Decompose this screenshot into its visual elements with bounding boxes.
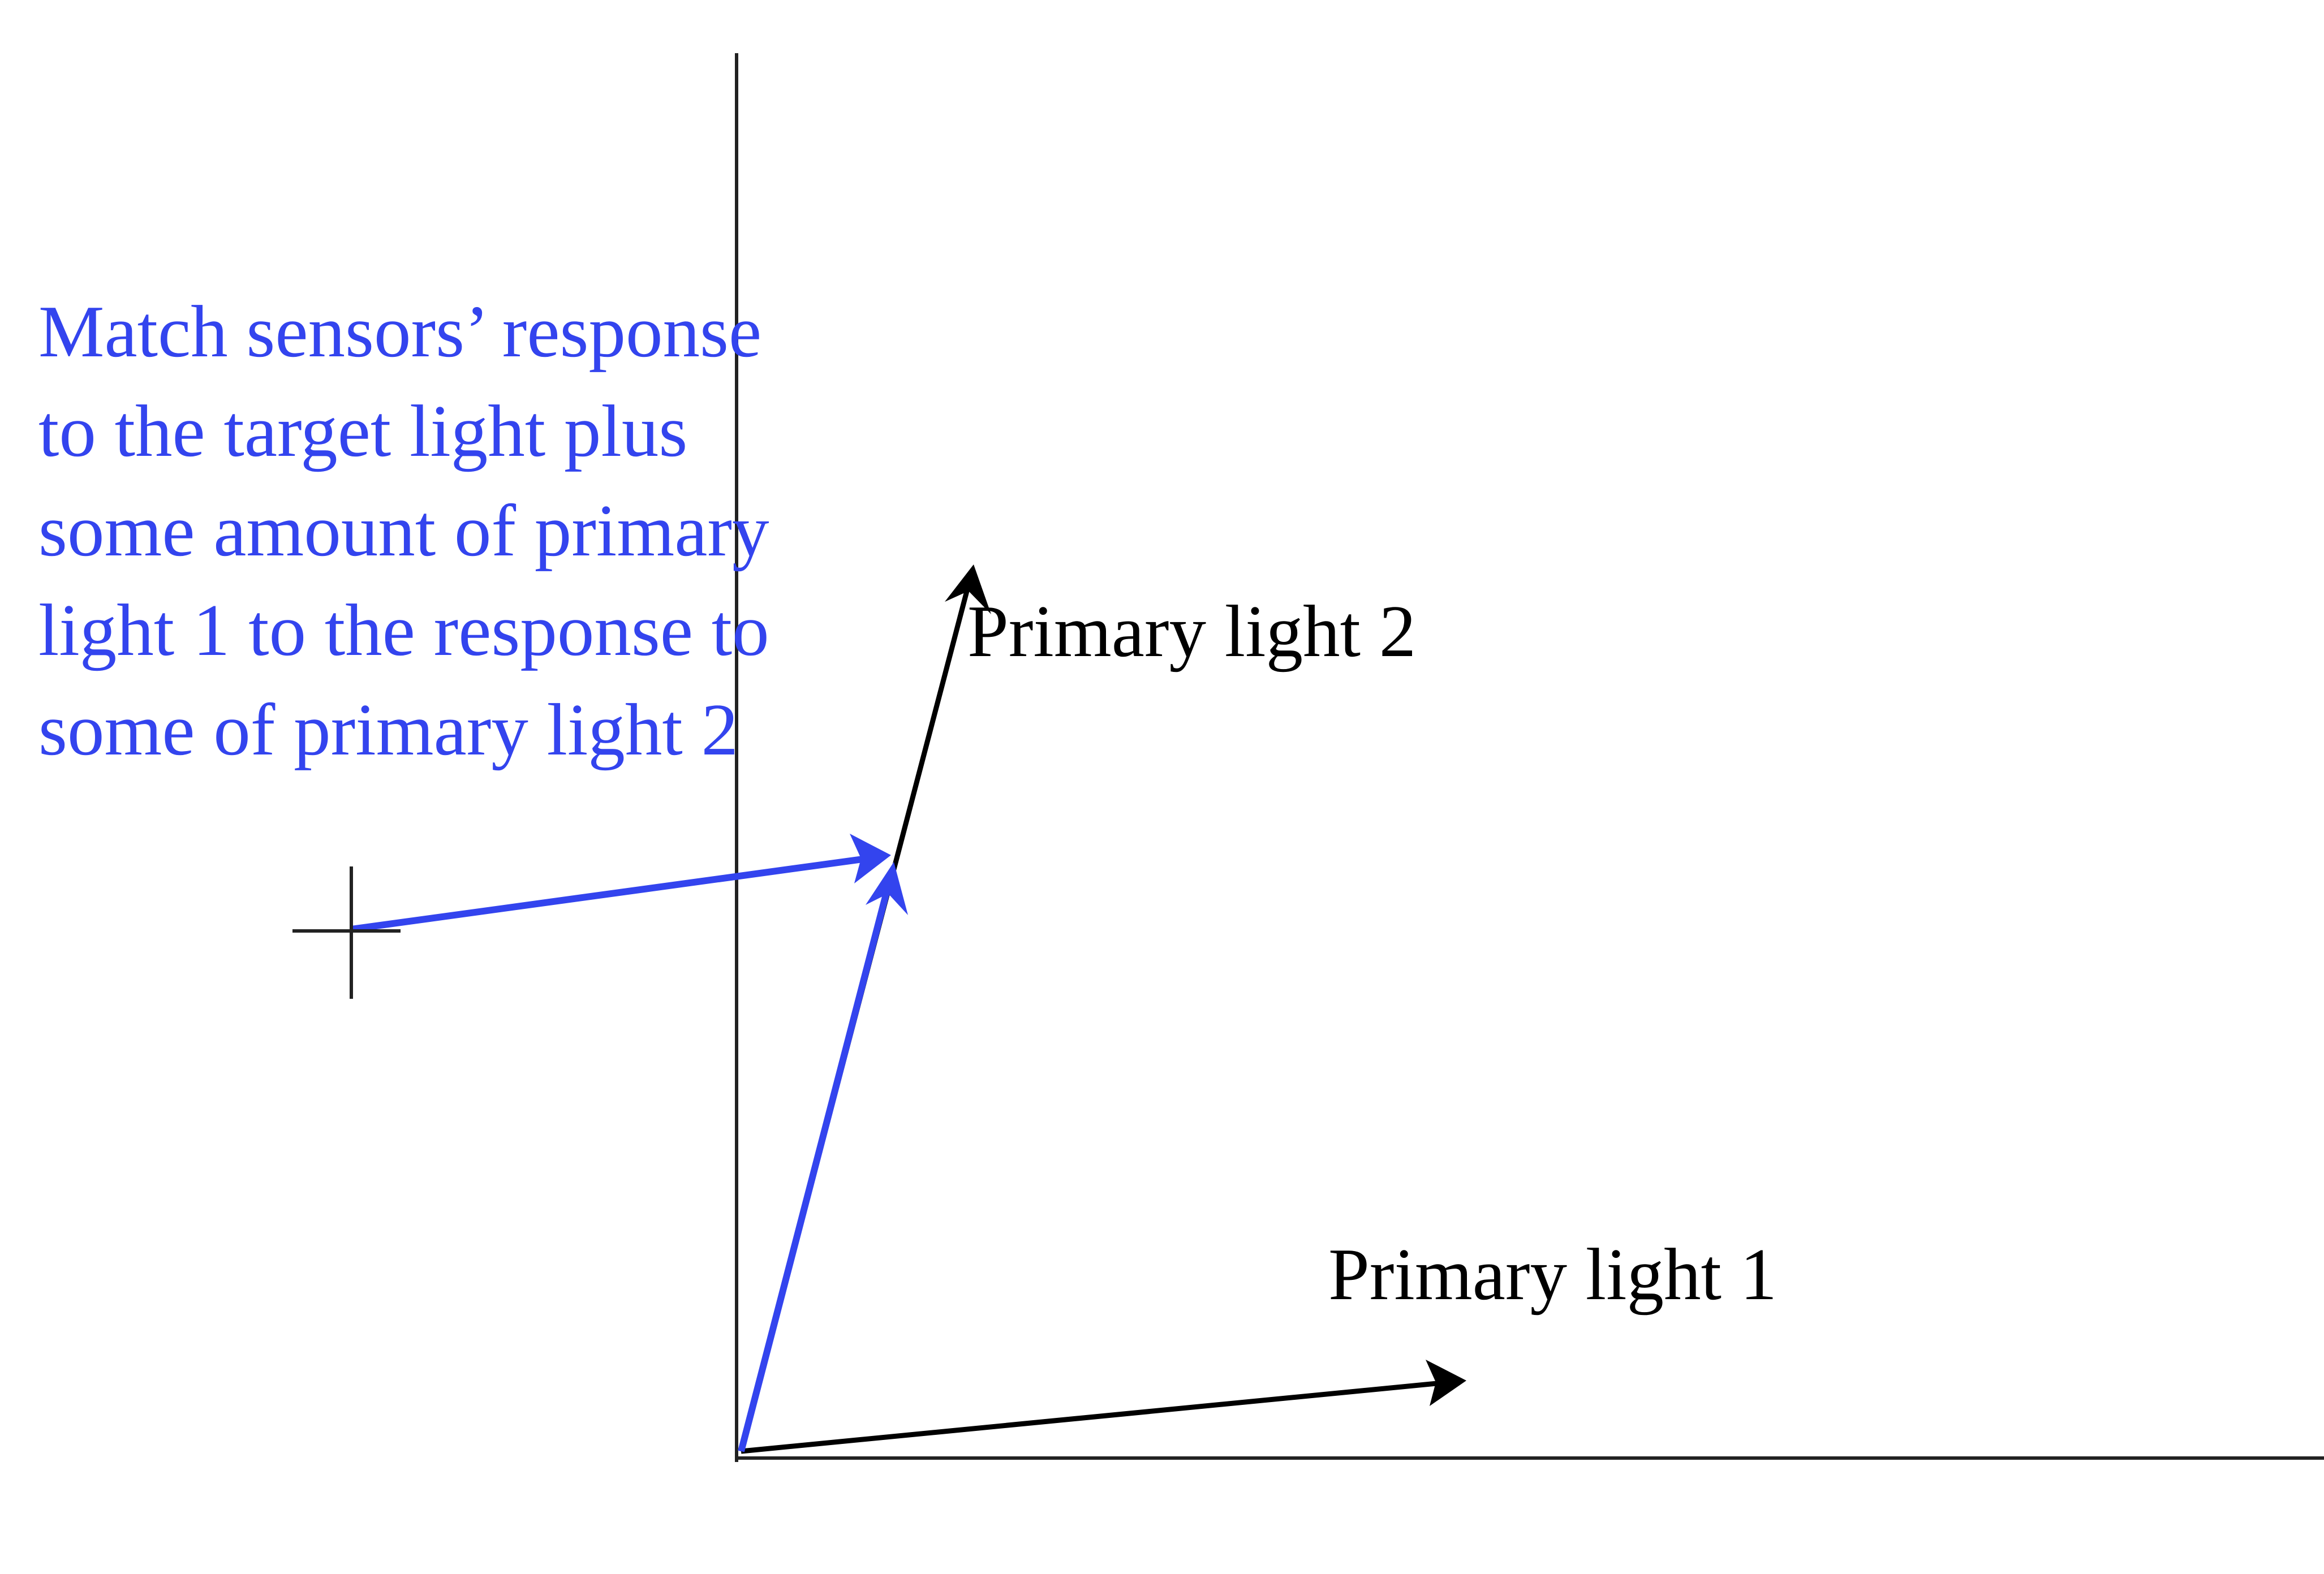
target-to-match-vector xyxy=(351,834,891,933)
primary-light-1-vector xyxy=(741,1360,1466,1454)
match-primary-2-vector xyxy=(738,862,908,1452)
annotation-line-1: Match sensors’ response xyxy=(38,291,761,373)
primary-light-1-label: Primary light 1 xyxy=(1328,1234,1777,1316)
annotation-text: Match sensors’ response to the target li… xyxy=(38,291,787,771)
annotation-line-2: to the target light plus xyxy=(38,390,687,472)
annotation-line-4: light 1 to the response to xyxy=(38,589,769,671)
annotation-line-5: some of primary light 2 xyxy=(38,689,738,771)
annotation-line-3: some amount of primary xyxy=(38,490,769,572)
primary-light-2-label: Primary light 2 xyxy=(967,590,1416,672)
target-light-marker xyxy=(292,866,401,999)
